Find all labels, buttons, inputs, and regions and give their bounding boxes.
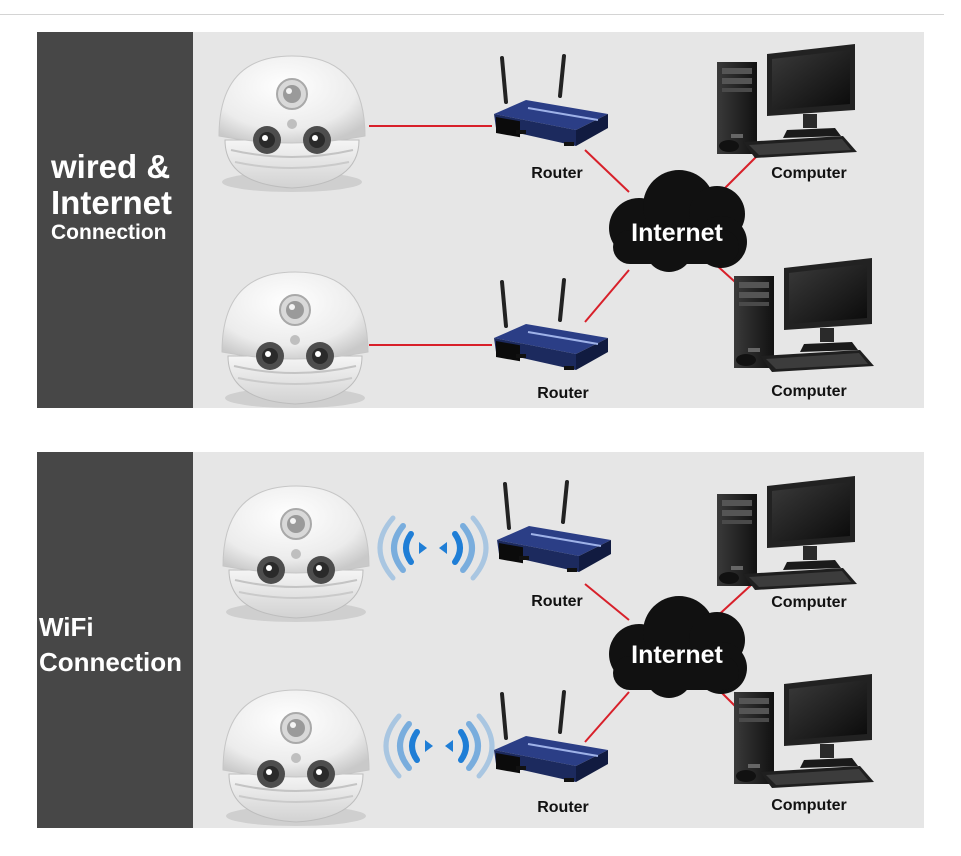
router-cloud-link <box>584 691 630 743</box>
dome-camera-icon <box>218 55 366 193</box>
cloud-label: Internet <box>631 641 723 669</box>
desktop-computer-icon <box>717 476 857 590</box>
panel-title-line2: Connection <box>39 647 182 677</box>
panel-sidebar: WiFi Connection <box>37 452 193 828</box>
dome-camera-icon <box>221 271 369 409</box>
panel-title-line3: Connection <box>51 221 167 244</box>
wifi-signal-icon <box>380 518 486 578</box>
panel-sidebar: wired & Internet Connection <box>37 32 193 408</box>
computer-label: Computer <box>771 797 847 814</box>
wired-connection-panel: wired & Internet Connection Router Route… <box>37 32 924 409</box>
router-cloud-link <box>584 269 630 323</box>
panel-title-line1: wired & <box>51 148 171 185</box>
router-icon <box>492 54 610 148</box>
router-cloud-link <box>584 583 630 621</box>
router-label: Router <box>531 165 583 182</box>
router-icon <box>492 278 610 372</box>
dome-camera-icon <box>222 689 370 827</box>
wifi-connection-panel: WiFi Connection Router Router Internet C… <box>37 452 924 828</box>
wifi-signal-icon <box>386 716 492 776</box>
computer-label: Computer <box>771 594 847 611</box>
desktop-computer-icon <box>734 258 874 372</box>
wifi-network-diagram: Router Router Internet Computer Computer <box>222 476 874 827</box>
router-icon <box>492 690 610 784</box>
desktop-computer-icon <box>734 674 874 788</box>
wired-network-diagram: Router Router Internet Computer Computer <box>218 44 874 409</box>
cloud-label: Internet <box>631 219 723 247</box>
router-label: Router <box>531 593 583 610</box>
router-label: Router <box>537 799 589 816</box>
panel-title-line1: WiFi <box>39 612 94 642</box>
router-icon <box>495 480 613 574</box>
top-divider <box>0 14 944 15</box>
router-cloud-link <box>584 149 630 193</box>
computer-label: Computer <box>771 383 847 400</box>
desktop-computer-icon <box>717 44 857 158</box>
dome-camera-icon <box>222 485 370 623</box>
panel-title-line2: Internet <box>51 184 173 221</box>
connection-lines <box>369 125 760 346</box>
router-label: Router <box>537 385 589 402</box>
computer-label: Computer <box>771 165 847 182</box>
